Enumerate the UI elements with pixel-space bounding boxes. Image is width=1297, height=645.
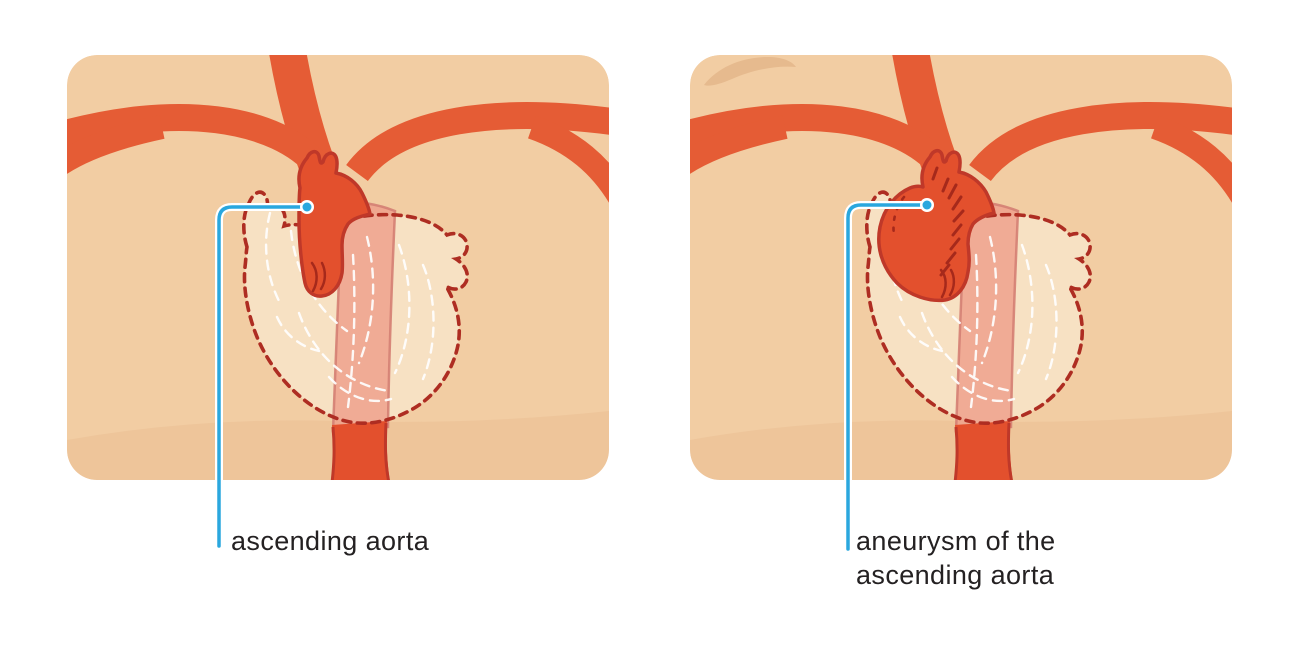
label-aneurysm-ascending-aorta: aneurysm of the ascending aorta xyxy=(856,526,1056,590)
panel-normal xyxy=(53,43,623,483)
label-ascending-aorta: ascending aorta xyxy=(231,526,430,556)
leader-line-left xyxy=(215,200,314,550)
panel-aneurysm xyxy=(676,43,1246,483)
corner-swoosh xyxy=(704,57,796,86)
leader-line-right xyxy=(844,198,934,553)
